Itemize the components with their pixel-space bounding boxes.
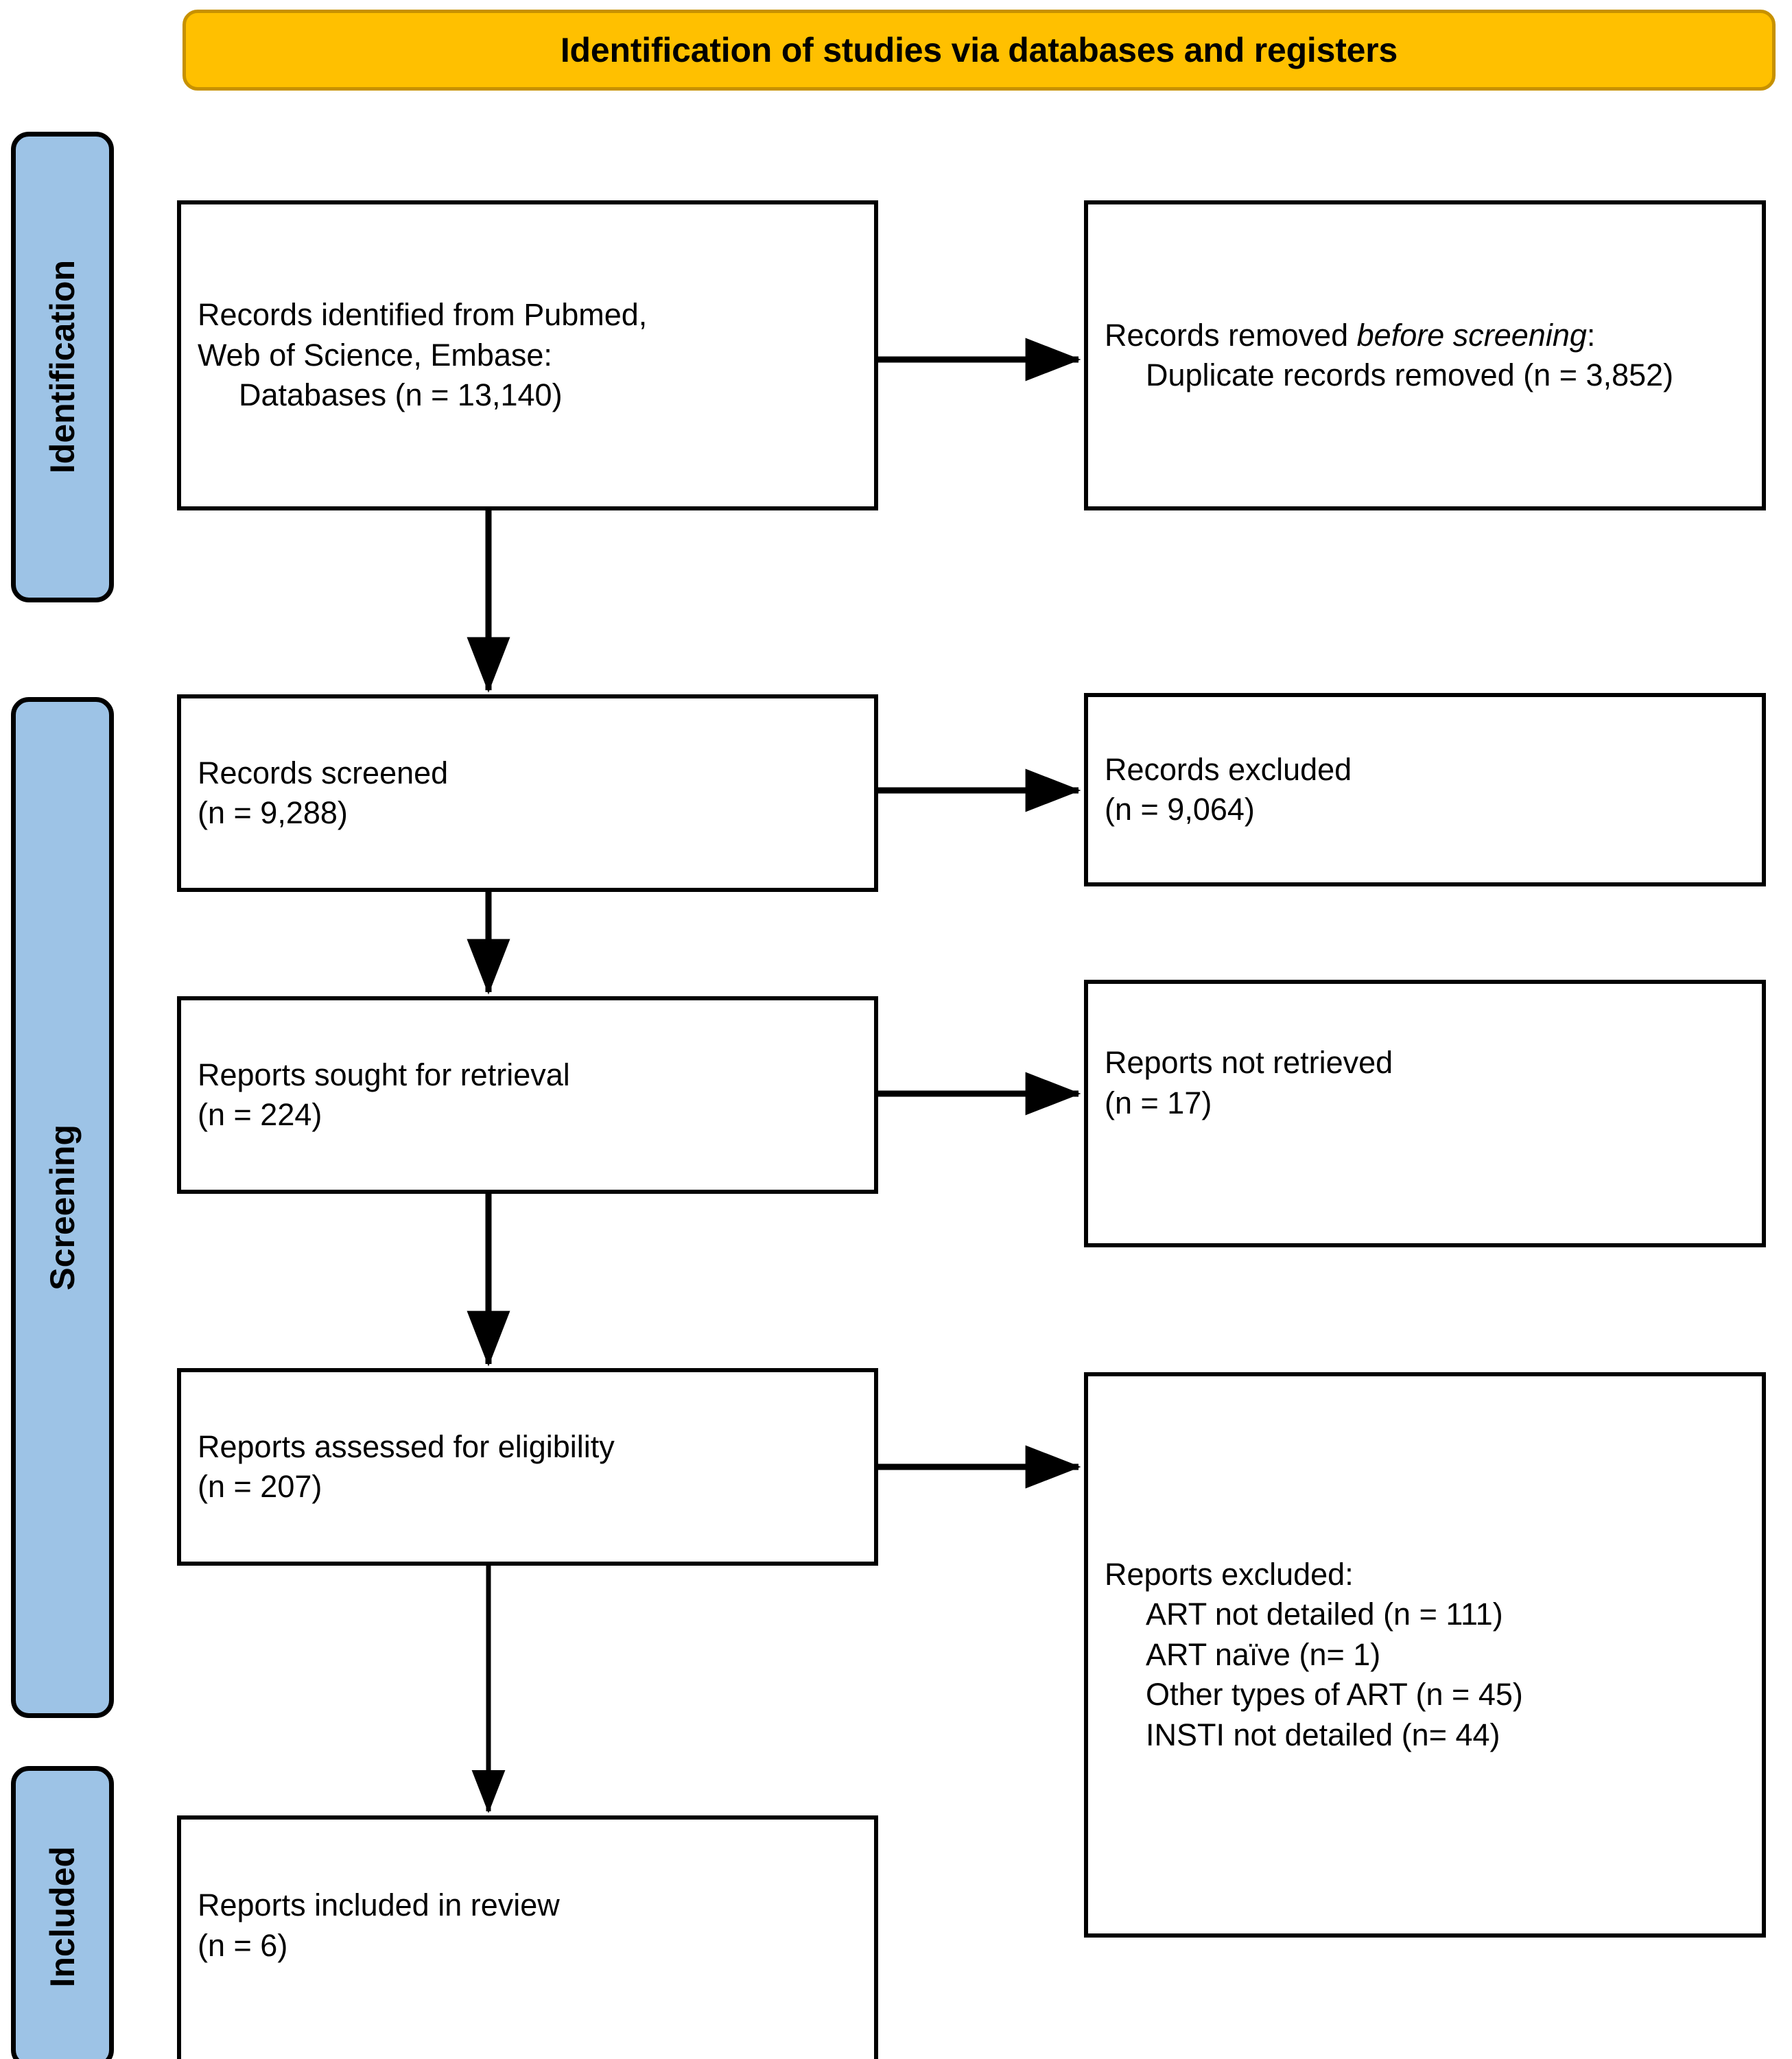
reports-excluded-reason-1: ART not detailed (n = 111) xyxy=(1146,1597,1503,1632)
reports-excluded-heading: Reports excluded: xyxy=(1105,1556,1354,1592)
records-excluded-line-1: Records excluded xyxy=(1105,751,1352,787)
reports-assessed-line-2: (n = 207) xyxy=(198,1469,322,1504)
reports-excluded-reason-4: INSTI not detailed (n= 44) xyxy=(1146,1717,1500,1752)
records-identified-line-3: Databases (n = 13,140) xyxy=(239,377,563,413)
box-reports-not-retrieved-text: Reports not retrieved (n = 17) xyxy=(1088,1043,1762,1123)
box-reports-excluded: Reports excluded: ART not detailed (n = … xyxy=(1084,1372,1766,1938)
phase-banner-title: Identification of studies via databases … xyxy=(560,30,1398,69)
box-records-screened: Records screened (n = 9,288) xyxy=(177,694,878,892)
box-reports-assessed-text: Reports assessed for eligibility (n = 20… xyxy=(181,1427,874,1507)
reports-excluded-reason-3: Other types of ART (n = 45) xyxy=(1146,1677,1523,1713)
box-records-identified: Records identified from Pubmed, Web of S… xyxy=(177,200,878,510)
records-screened-line-1: Records screened xyxy=(198,755,449,790)
box-reports-included-in-review: Reports included in review (n = 6) xyxy=(177,1815,878,2059)
reports-assessed-line-1: Reports assessed for eligibility xyxy=(198,1428,615,1464)
reports-included-line-2: (n = 6) xyxy=(198,1927,288,1963)
box-reports-included-text: Reports included in review (n = 6) xyxy=(181,1885,874,1966)
box-reports-sought-text: Reports sought for retrieval (n = 224) xyxy=(181,1055,874,1136)
box-records-excluded-text: Records excluded (n = 9,064) xyxy=(1088,750,1762,830)
box-records-screened-text: Records screened (n = 9,288) xyxy=(181,753,874,834)
stage-rail-identification: Identification xyxy=(11,132,114,602)
stage-rail-included: Included xyxy=(11,1766,114,2059)
reports-included-line-1: Reports included in review xyxy=(198,1887,560,1922)
box-records-excluded: Records excluded (n = 9,064) xyxy=(1084,693,1766,886)
box-records-removed-before-screening: Records removed before screening: Duplic… xyxy=(1084,200,1766,510)
reports-not-retrieved-line-1: Reports not retrieved xyxy=(1105,1045,1393,1080)
records-removed-lead-suffix: : xyxy=(1586,317,1596,353)
records-screened-line-2: (n = 9,288) xyxy=(198,795,348,830)
box-reports-excluded-text: Reports excluded: ART not detailed (n = … xyxy=(1088,1555,1762,1756)
reports-excluded-reason-2: ART naïve (n= 1) xyxy=(1146,1636,1381,1672)
box-records-removed-text: Records removed before screening: Duplic… xyxy=(1088,316,1762,396)
reports-sought-line-2: (n = 224) xyxy=(198,1097,322,1132)
records-removed-lead-prefix: Records removed xyxy=(1105,317,1357,353)
box-reports-sought-for-retrieval: Reports sought for retrieval (n = 224) xyxy=(177,996,878,1194)
box-reports-not-retrieved: Reports not retrieved (n = 17) xyxy=(1084,980,1766,1247)
records-removed-detail: Duplicate records removed (n = 3,852) xyxy=(1146,357,1674,392)
box-records-identified-text: Records identified from Pubmed, Web of S… xyxy=(181,295,874,416)
stage-rail-screening: Screening xyxy=(11,697,114,1718)
phase-banner-identification: Identification of studies via databases … xyxy=(182,10,1776,91)
records-excluded-line-2: (n = 9,064) xyxy=(1105,792,1255,827)
records-identified-line-2: Web of Science, Embase: xyxy=(198,337,552,373)
box-reports-assessed-for-eligibility: Reports assessed for eligibility (n = 20… xyxy=(177,1368,878,1566)
reports-not-retrieved-line-2: (n = 17) xyxy=(1105,1085,1212,1120)
reports-sought-line-1: Reports sought for retrieval xyxy=(198,1057,570,1092)
records-removed-lead-italic: before screening xyxy=(1356,317,1587,353)
records-identified-line-1: Records identified from Pubmed, xyxy=(198,297,648,333)
